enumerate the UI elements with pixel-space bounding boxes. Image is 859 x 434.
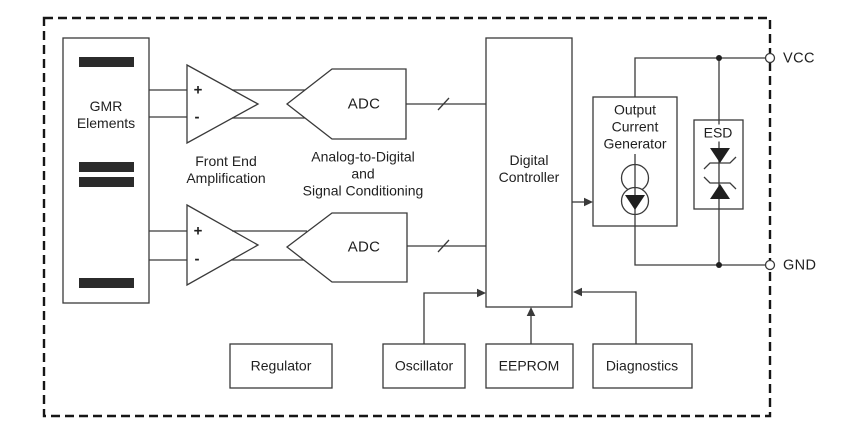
regulator-box [229, 343, 333, 389]
diagnostics-box [592, 343, 693, 389]
gmr-element-bar [79, 177, 134, 187]
oscillator-label: Oscillator [394, 357, 454, 374]
eeprom-box [485, 343, 574, 389]
adc-top-block [285, 68, 407, 140]
oscillator-box [382, 343, 466, 389]
ic-boundary-dashed-border [42, 16, 772, 418]
zener-diode-up [710, 184, 730, 199]
amplifier-top-triangle [186, 63, 260, 145]
arrowhead-right [584, 197, 593, 207]
gmr-element-bar [79, 278, 134, 288]
bus-slash [437, 97, 450, 111]
arrowhead-right [477, 288, 486, 298]
zener-diode-down [710, 148, 730, 163]
amp-bottom-minus-sign: - [194, 250, 200, 268]
bus-slash [437, 239, 450, 253]
gmr-elements-label: GMR Elements [76, 98, 136, 131]
zener-cathode-bar [703, 176, 737, 190]
gmr-element-bar [79, 162, 134, 172]
diagnostics-label: Diagnostics [605, 357, 679, 374]
amp-top-plus-sign: + [193, 81, 203, 99]
junction-dot [716, 262, 722, 268]
zener-cathode-bar [703, 156, 737, 170]
gnd-pin-label: GND [783, 257, 817, 274]
vcc-pin-label: VCC [783, 50, 815, 67]
amplifier-bottom-triangle [186, 203, 260, 287]
current-arrow-down [625, 195, 645, 210]
adc-bottom-block [285, 212, 408, 283]
gmr-element-bar [79, 57, 134, 67]
gnd-rail [634, 226, 766, 266]
arrow-wire [582, 291, 637, 344]
gnd-terminal [764, 259, 776, 271]
adc-bottom-label: ADC [347, 238, 381, 256]
vcc-terminal [764, 52, 776, 64]
arrowhead-up [526, 307, 536, 316]
front-end-amplification-label: Front End Amplification [186, 153, 266, 186]
esd-label: ESD [701, 124, 735, 142]
arrowhead-left [573, 287, 582, 297]
junction-dot [716, 55, 722, 61]
eeprom-label: EEPROM [498, 357, 560, 374]
amp-bottom-plus-sign: + [193, 222, 203, 240]
vcc-rail [634, 57, 766, 97]
arrow-wire [423, 292, 477, 344]
regulator-label: Regulator [250, 357, 312, 374]
digital-controller-label: Digital Controller [498, 152, 560, 185]
adc-top-label: ADC [347, 95, 381, 113]
output-current-generator-label: Output Current Generator [603, 101, 667, 152]
digital-controller-box [485, 37, 573, 308]
adc-caption-label: Analog-to-Digital and Signal Conditionin… [302, 148, 424, 199]
amp-top-minus-sign: - [194, 108, 200, 126]
